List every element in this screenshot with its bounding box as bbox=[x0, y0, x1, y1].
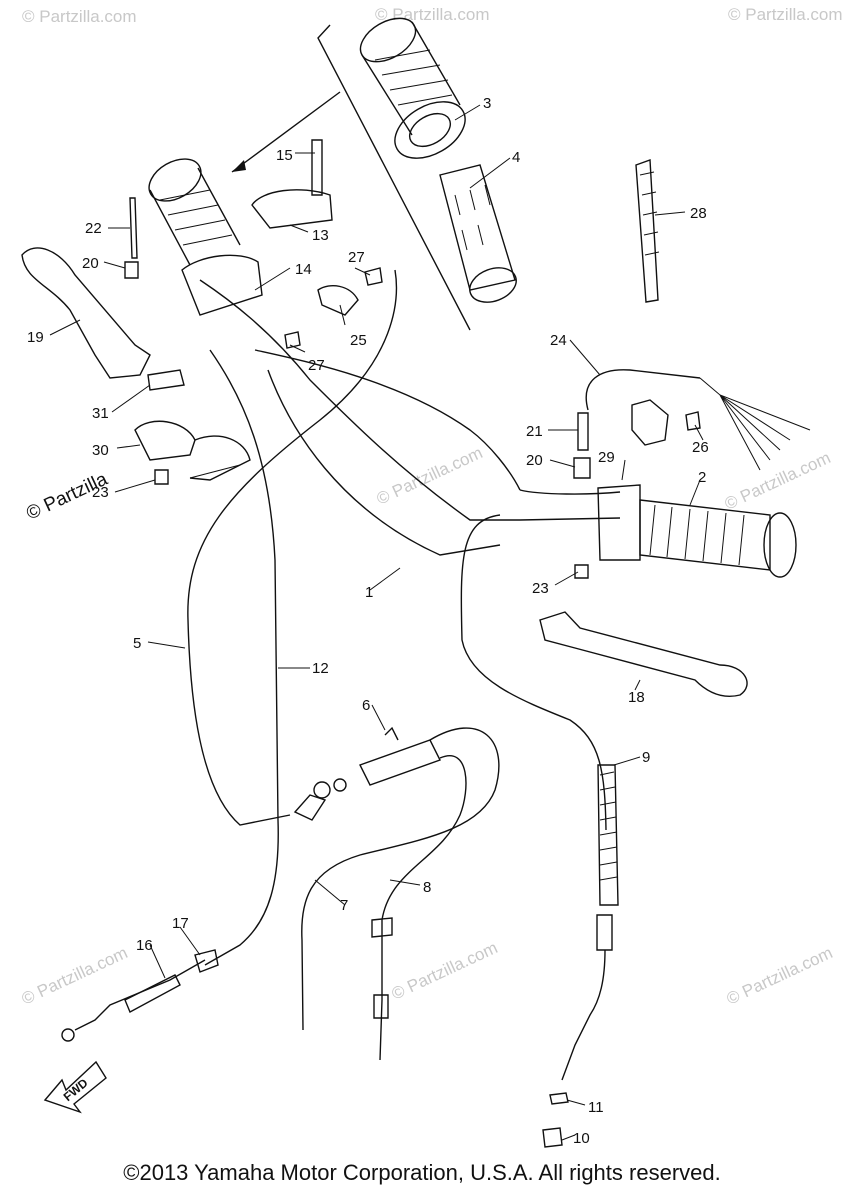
grip-inset-bracket bbox=[231, 24, 471, 331]
brake-lever-18 bbox=[539, 611, 748, 697]
switch-24 bbox=[585, 369, 811, 471]
part-label: 20 bbox=[526, 452, 543, 469]
small-hardware bbox=[124, 139, 701, 579]
watermark: © Partzilla.com bbox=[724, 943, 836, 1009]
nut-10-11 bbox=[542, 1092, 569, 1148]
part-label: 3 bbox=[483, 95, 491, 112]
part-label: 27 bbox=[348, 249, 365, 266]
watermark: © Partzilla.com bbox=[22, 7, 137, 26]
right-grip-2 bbox=[597, 484, 797, 578]
clutch-lever-19 bbox=[21, 247, 151, 379]
part-label: 24 bbox=[550, 332, 567, 349]
part-label: 5 bbox=[133, 635, 141, 652]
watermark: © Partzilla.com bbox=[375, 5, 490, 24]
part-label: 6 bbox=[362, 697, 370, 714]
part-label: 10 bbox=[573, 1130, 590, 1147]
fwd-arrow-icon: FWD bbox=[43, 1060, 107, 1114]
copyright-notice: ©2013 Yamaha Motor Corporation, U.S.A. A… bbox=[123, 1160, 721, 1185]
part-label: 13 bbox=[312, 227, 329, 244]
part-label: 17 bbox=[172, 915, 189, 932]
grip-3 bbox=[359, 17, 466, 159]
part-label: 11 bbox=[588, 1099, 604, 1116]
cable-7 bbox=[301, 727, 500, 1031]
strap-28 bbox=[635, 159, 660, 303]
watermark: © Partzilla.com bbox=[722, 448, 834, 514]
part-label: 31 bbox=[92, 405, 109, 422]
part-label: 22 bbox=[85, 220, 102, 237]
part-label: 26 bbox=[692, 439, 709, 456]
part-label: 20 bbox=[82, 255, 99, 272]
grip-4 bbox=[439, 164, 517, 303]
switch-30 bbox=[134, 420, 251, 481]
junction-6 bbox=[293, 726, 441, 821]
part-label: 9 bbox=[642, 749, 650, 766]
cable-12 bbox=[204, 349, 279, 966]
part-label: 15 bbox=[276, 147, 293, 164]
part-label: 21 bbox=[526, 423, 543, 440]
fwd-label: FWD bbox=[61, 1076, 91, 1105]
part-label: 25 bbox=[350, 332, 367, 349]
cable-9 bbox=[460, 514, 619, 1081]
part-label: 4 bbox=[512, 149, 520, 166]
cable-5 bbox=[187, 269, 398, 826]
cable-8 bbox=[371, 755, 467, 1061]
part-label: 19 bbox=[27, 329, 44, 346]
part-label: 18 bbox=[628, 689, 645, 706]
part-label: 1 bbox=[365, 584, 373, 601]
part-label: 27 bbox=[308, 357, 325, 374]
part-label: 2 bbox=[698, 469, 706, 486]
part-label: 29 bbox=[598, 449, 615, 466]
part-label: 23 bbox=[92, 484, 109, 501]
part-label: 23 bbox=[532, 580, 549, 597]
handlebar-1 bbox=[199, 279, 621, 556]
part-label: 8 bbox=[423, 879, 431, 896]
part-labels: 1 2 3 4 5 6 7 8 9 10 11 12 13 14 15 16 1… bbox=[27, 95, 709, 1147]
left-grip-assembly bbox=[148, 158, 333, 316]
watermark: © Partzilla.com bbox=[19, 943, 131, 1009]
part-label: 16 bbox=[136, 937, 153, 954]
part-label: 28 bbox=[690, 205, 707, 222]
part-label: 14 bbox=[295, 261, 312, 278]
leader-lines bbox=[49, 104, 704, 1141]
watermark: © Partzilla.com bbox=[374, 443, 486, 509]
part-label: 12 bbox=[312, 660, 329, 677]
adjuster-16-17 bbox=[61, 949, 219, 1042]
watermark: © Partzilla.com bbox=[389, 938, 501, 1004]
watermark: © Partzilla.com bbox=[728, 5, 843, 24]
part-label: 30 bbox=[92, 442, 109, 459]
part-label: 7 bbox=[340, 897, 348, 914]
